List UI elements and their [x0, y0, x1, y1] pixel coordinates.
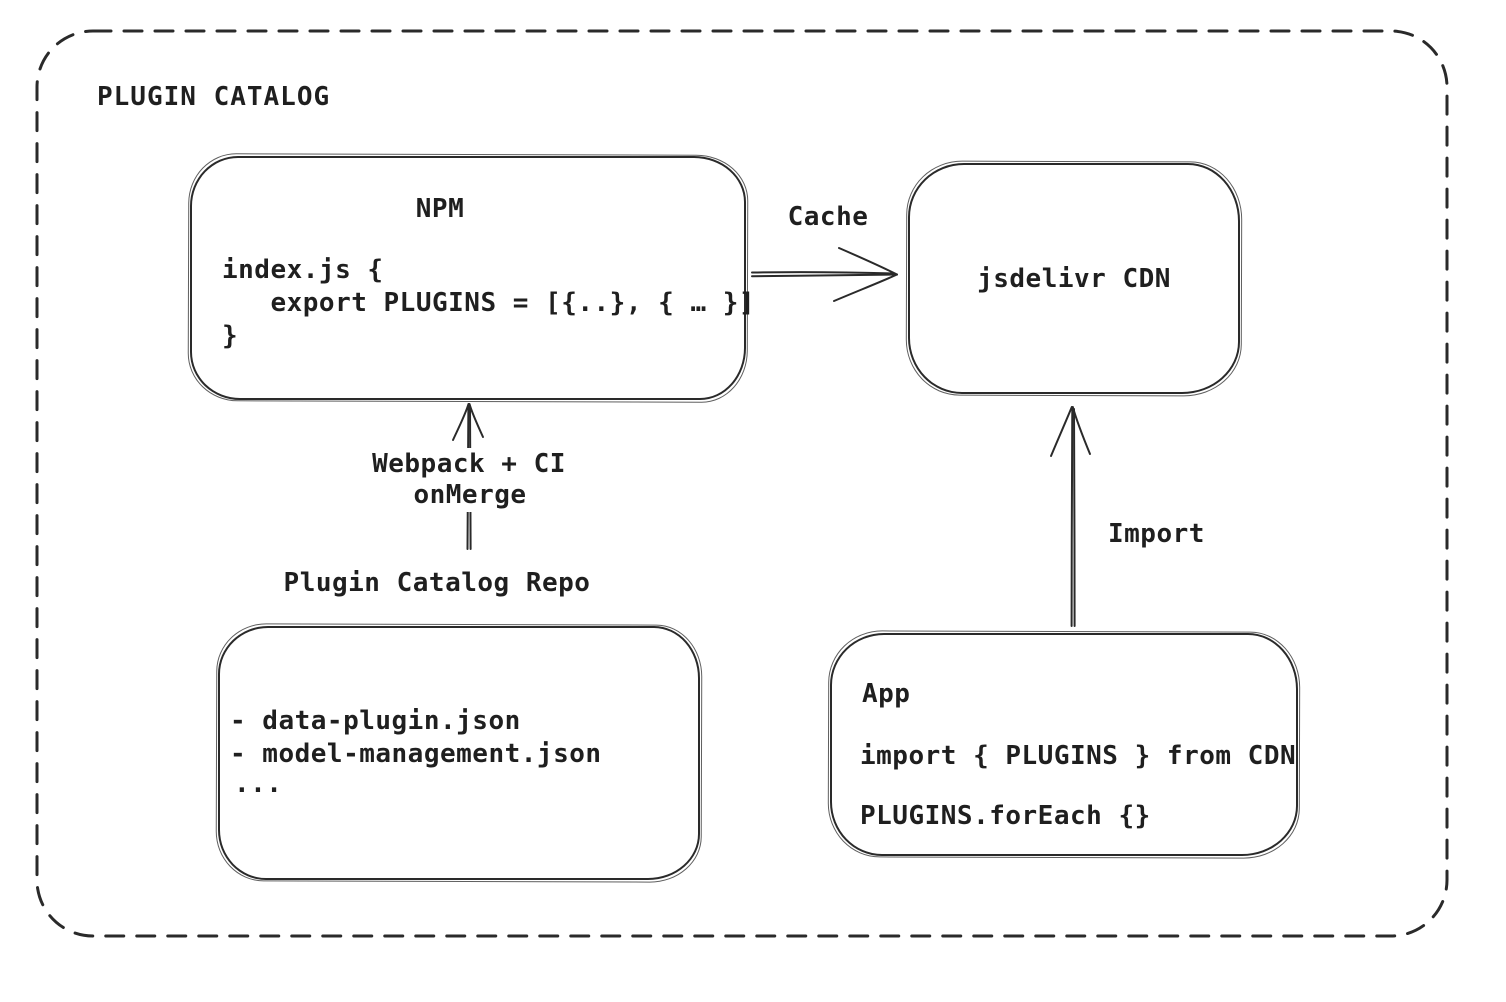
npm-title: NPM	[415, 194, 465, 224]
import-edge-label: Import	[1102, 518, 1211, 551]
cache-edge-label: Cache	[781, 201, 875, 234]
import-arrow	[1050, 406, 1091, 627]
cdn-label: jsdelivr CDN	[977, 264, 1171, 294]
plugin-catalog-boundary	[35, 29, 1449, 938]
app-title: App	[862, 679, 911, 709]
repo-file-item: ...	[234, 769, 283, 799]
repo-file-item: - model-management.json	[230, 739, 602, 769]
npm-code-line: export PLUGINS = [{..}, { … }]	[222, 288, 756, 318]
npm-node	[190, 156, 746, 400]
webpack-edge-label-line2: onMerge	[407, 479, 533, 512]
repo-node	[218, 626, 700, 880]
app-node	[830, 633, 1298, 856]
cdn-node	[908, 163, 1240, 394]
cache-arrow	[751, 247, 898, 302]
webpack-edge-label-line1: Webpack + CI	[366, 448, 572, 481]
app-code-line: PLUGINS.forEach {}	[860, 801, 1151, 831]
repo-file-item: - data-plugin.json	[230, 706, 521, 736]
app-code-line: import { PLUGINS } from CDN	[860, 741, 1297, 771]
npm-code-line: index.js {	[222, 255, 384, 285]
diagram-title: PLUGIN CATALOG	[97, 82, 331, 112]
repo-label: Plugin Catalog Repo	[283, 568, 591, 598]
npm-code-line: }	[222, 321, 239, 351]
